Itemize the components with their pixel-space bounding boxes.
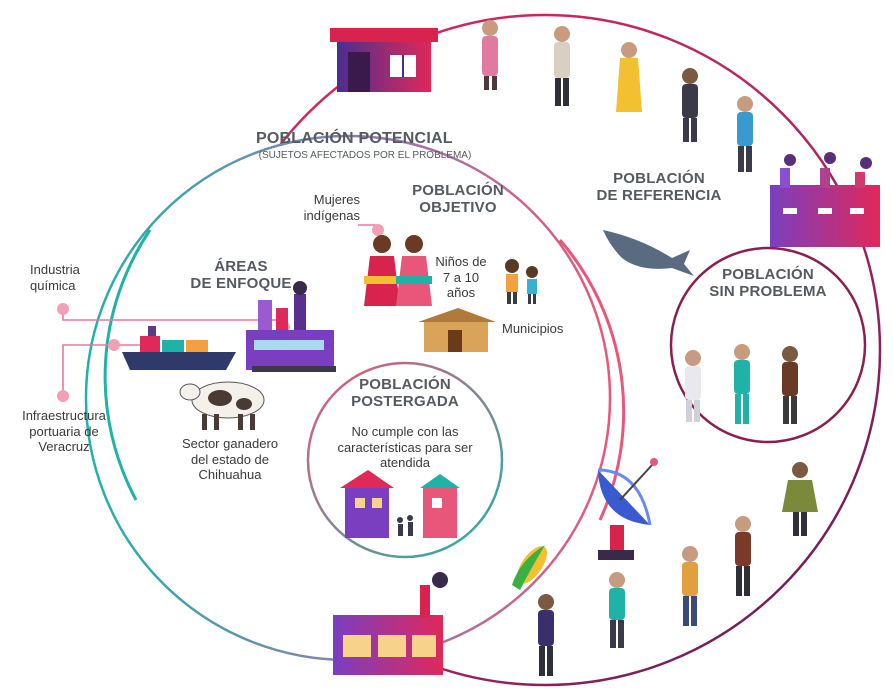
connector-dot-mujeres [372,224,384,236]
person-icon [685,350,701,422]
ship-icon [122,326,236,370]
ninos-line3: años [446,285,476,301]
postergada-title-line2: POSTERGADA [351,393,459,411]
potencial-subtitle: (SUJETOS AFECTADOS POR EL PROBLEMA) [258,150,472,161]
ninos-line1: Niños de [435,254,487,269]
corn-icon [512,545,548,590]
industria-line2: química [30,277,76,293]
sector-line3: Chihuahua [198,467,262,483]
connector-dot-industria [57,303,69,315]
areas-title-line2: DE ENFOQUE [190,275,292,293]
sin-problema-circle [669,246,867,444]
indigenous-women-icon [364,235,432,306]
person-icon [554,26,570,106]
person-icon [737,96,753,172]
person-icon [735,516,751,596]
mujeres-line2: indígenas [303,207,360,223]
sector-ganadero-label: Sector ganadero del estado de Chihuahua [168,436,292,483]
ninos-label: Niños de 7 a 10 años [428,254,494,301]
sin-problema-title: POBLACIÓN SIN PROBLEMA [696,266,840,301]
factory-icon [333,572,448,675]
people-sin-problema [685,344,798,424]
industrial-plant-icon [246,281,336,372]
referencia-title-line2: DE REFERENCIA [596,187,722,205]
postergada-desc-line2: características para ser [337,439,473,455]
sector-line1: Sector ganadero [181,436,279,451]
person-icon [538,594,554,676]
person-icon [782,462,818,536]
referencia-title: POBLACIÓN DE REFERENCIA [584,170,734,205]
person-icon [734,344,750,424]
potencial-title: POBLACIÓN POTENCIAL [256,130,453,147]
objetivo-title-line2: OBJETIVO [419,199,497,217]
postergada-description: No cumple con las características para s… [320,424,490,471]
mujeres-label: Mujeres indígenas [290,192,360,223]
infraestructura-label: Infraestructura portuaria de Veracruz [8,408,120,455]
industria-label: Industria química [30,262,110,293]
ninos-line2: 7 a 10 [442,269,480,285]
postergada-title-line1: POBLACIÓN [359,376,451,393]
sin-problema-title-line1: POBLACIÓN [722,266,814,283]
postergada-title: POBLACIÓN POSTERGADA [340,376,470,411]
sector-line2: del estado de [190,451,270,467]
person-icon [616,42,642,112]
referencia-title-line1: POBLACIÓN [613,170,705,187]
infra-line2: portuaria de [29,423,99,439]
sin-problema-title-line2: SIN PROBLEMA [709,283,827,301]
cow-icon [179,381,265,430]
people-referencia [482,20,818,676]
whale-icon [603,230,694,276]
house-icon [330,28,438,92]
connector-dot-infra [57,390,69,402]
infra-line3: Veracruz [38,439,90,455]
factory-icon [770,152,880,247]
areas-title: ÁREAS DE ENFOQUE [186,258,296,293]
postergada-desc-line1: No cumple con las [351,424,459,439]
person-icon [682,68,698,142]
infra-line1: Infraestructura [22,408,106,423]
satellite-dish-icon [597,458,658,560]
person-icon [682,546,698,626]
areas-title-line1: ÁREAS [214,258,268,275]
municipios-label: Municipios [502,321,564,336]
hut-icon [418,308,496,352]
objetivo-title-line1: POBLACIÓN [412,182,504,199]
person-icon [609,572,625,648]
mujeres-line1: Mujeres [313,192,360,207]
industria-line1: Industria [30,262,80,277]
children-icon [505,259,538,304]
postergada-desc-line3: atendida [380,455,430,471]
town-houses-icon [340,470,460,538]
person-icon [482,20,498,90]
connector-dot-ship [108,339,120,351]
objetivo-title: POBLACIÓN OBJETIVO [404,182,512,217]
person-icon [782,346,798,424]
